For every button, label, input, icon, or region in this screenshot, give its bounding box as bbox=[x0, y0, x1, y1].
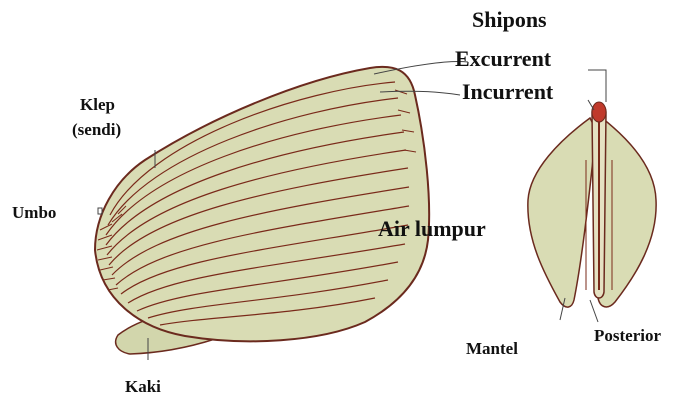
excurrent-opening bbox=[592, 102, 606, 122]
label-umbo: Umbo bbox=[12, 204, 56, 221]
label-sendi: (sendi) bbox=[72, 121, 121, 138]
label-posterior: Posterior bbox=[594, 327, 661, 344]
label-klep: Klep bbox=[80, 96, 115, 113]
label-air-lumpur: Air lumpur bbox=[378, 218, 486, 240]
label-shipons: Shipons bbox=[472, 9, 547, 31]
label-excurrent: Excurrent bbox=[455, 48, 551, 70]
label-incurrent: Incurrent bbox=[462, 81, 553, 103]
label-kaki: Kaki bbox=[125, 378, 161, 395]
label-mantel: Mantel bbox=[466, 340, 518, 357]
clam-shell bbox=[95, 67, 429, 341]
